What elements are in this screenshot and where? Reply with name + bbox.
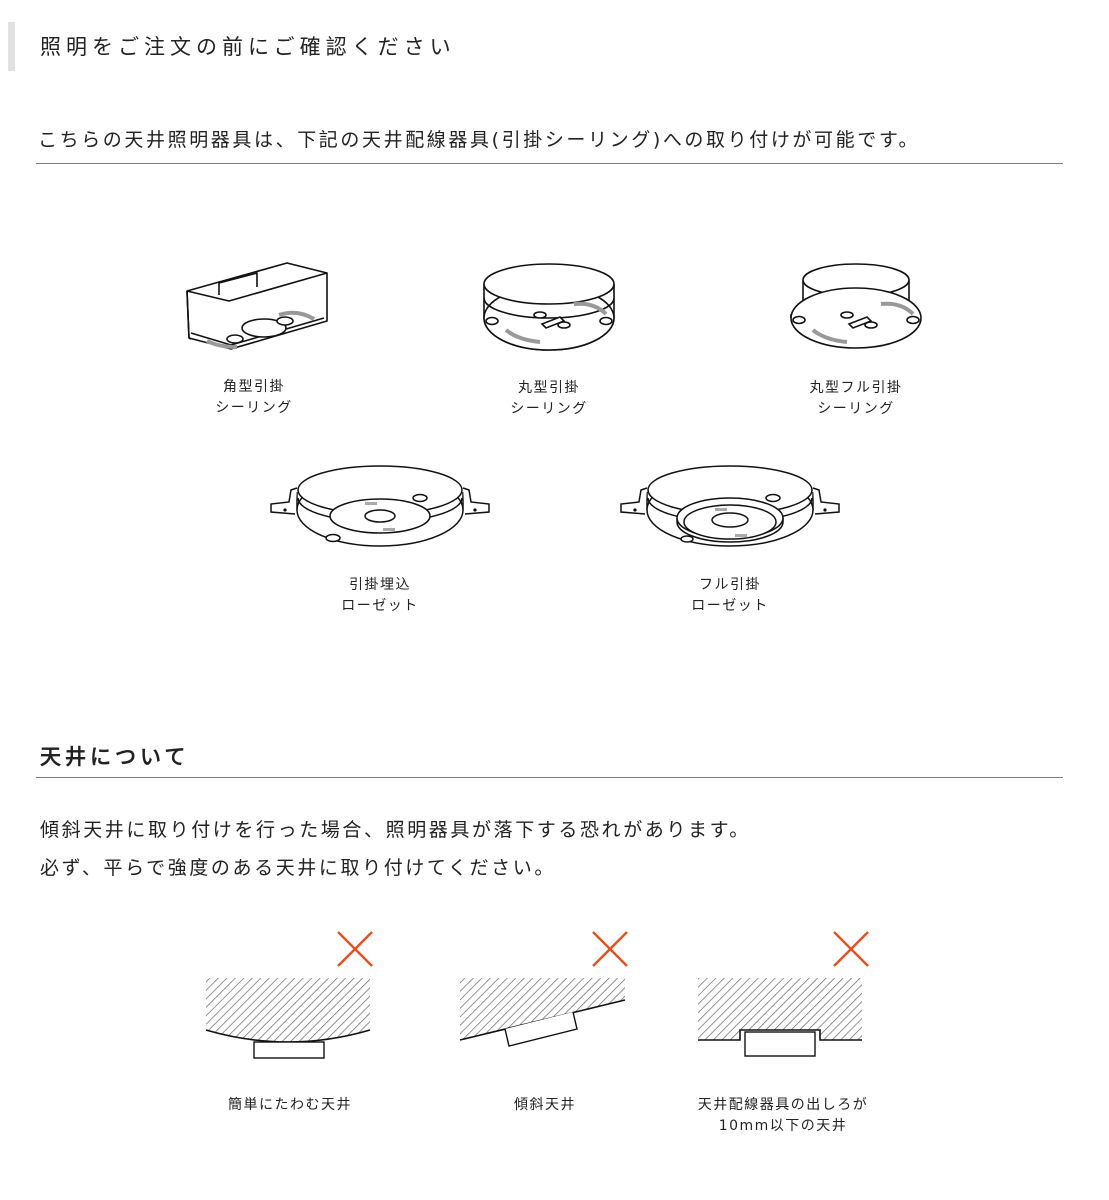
fixture-full-hook-rosette: フル引掛 ローゼット [612,460,848,617]
full-hook-rosette-icon [620,465,840,547]
page-title: 照明をご注文の前にご確認ください [40,35,456,59]
ceiling-example-sloped: 傾斜天井 [455,928,635,1116]
divider [36,777,1063,778]
ceiling-example-sagging: 簡単にたわむ天井 [200,928,380,1116]
ceiling-example-protrusion: 天井配線器具の出しろが 10mm以下の天井 [672,928,894,1137]
sloped-ceiling-icon [459,931,628,1047]
prohibited-x-icon [833,931,869,967]
round-full-ceiling-hook-icon [790,263,922,349]
fixture-label-line1: 丸型引掛 [518,380,580,396]
ceiling-label-line2: 10mm以下の天井 [718,1118,848,1134]
fixture-label-line1: 角型引掛 [223,379,285,395]
ceiling-label-line1: 傾斜天井 [514,1097,576,1113]
section-title: 天井について [40,745,190,769]
fixture-label-line2: ローゼット [691,598,769,614]
fixture-round-full-ceiling: 丸型フル引掛 シーリング [780,262,932,420]
prohibited-x-icon [337,931,373,967]
fixture-label-line1: フル引掛 [699,577,761,593]
fixture-label-line1: 丸型フル引掛 [809,380,903,396]
fixture-label-line2: シーリング [215,400,293,416]
fixture-label-line2: シーリング [510,401,588,417]
fixture-label-line2: シーリング [817,401,895,417]
square-ceiling-hook-icon [186,262,328,350]
sagging-ceiling-icon [205,931,373,1059]
title-accent-bar [8,22,15,71]
fixture-square-ceiling: 角型引掛 シーリング [176,255,332,419]
prohibited-x-icon [592,931,628,967]
fixture-label-line2: ローゼット [341,598,419,614]
fixture-round-ceiling: 丸型引掛 シーリング [474,262,624,420]
fixture-embedded-rosette: 引掛埋込 ローゼット [262,460,498,617]
warning-text-line1: 傾斜天井に取り付けを行った場合、照明器具が落下する恐れがあります。 [40,819,751,841]
fixture-label-line1: 引掛埋込 [349,577,411,593]
round-ceiling-hook-icon [483,263,615,351]
intro-text: こちらの天井照明器具は、下記の天井配線器具(引掛シーリング)への取り付けが可能で… [38,129,921,151]
embedded-rosette-icon [270,465,490,547]
ceiling-label-line1: 簡単にたわむ天井 [228,1097,352,1113]
divider [36,163,1063,164]
warning-text-line2: 必ず、平らで強度のある天井に取り付けてください。 [40,857,556,879]
protrusion-ceiling-icon [698,931,869,1057]
ceiling-label-line1: 天井配線器具の出しろが [697,1097,869,1113]
